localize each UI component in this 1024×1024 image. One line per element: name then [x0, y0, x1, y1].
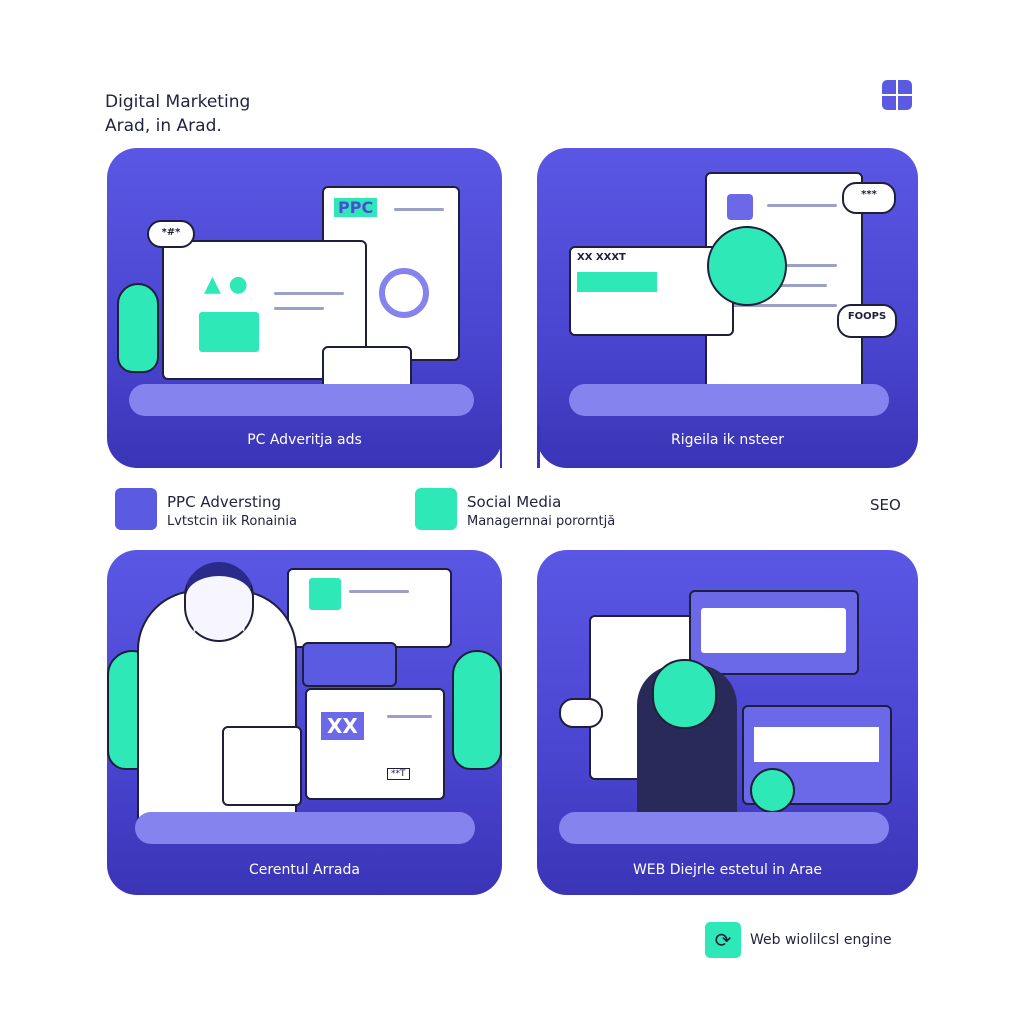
small-label: **T: [387, 768, 410, 780]
stage-platform: [569, 384, 889, 416]
profile-card: XX XXXT: [569, 246, 734, 336]
tree-icon: [117, 283, 159, 373]
feature-title: Social Media: [467, 493, 562, 511]
tree-icon: [452, 650, 502, 770]
chat-bubble: *#*: [147, 220, 195, 248]
browser-card: [689, 590, 859, 675]
page-title: Digital Marketing Arad, in Arad.: [105, 90, 250, 138]
bar-label: XX XXXT: [577, 252, 626, 263]
panel-ppc[interactable]: PPC ▲ ● *#* PC Adveritja ads: [107, 148, 502, 468]
x-label: XX: [321, 712, 364, 740]
panel-caption: Rigeila ik nsteer: [670, 432, 784, 448]
panel-social[interactable]: XX XXXT *** FOOPS Rigeila ik nsteer: [537, 148, 918, 468]
panel-web[interactable]: WEB Diejrle estetul in Arae: [537, 550, 918, 895]
user-icon: [750, 768, 795, 813]
person-figure: [137, 562, 297, 830]
chat-bubble: ***: [842, 182, 896, 214]
user-icon: [115, 488, 157, 530]
panel-content[interactable]: XX **T Cerentul Arrada: [107, 550, 502, 895]
grid-logo-icon: [882, 80, 912, 110]
ad-card: XX **T: [305, 688, 445, 800]
refresh-icon: ⟳: [705, 922, 741, 958]
speech-box: [302, 642, 397, 687]
feature-title-seo: SEO: [870, 496, 901, 514]
feature-subtitle: Managernnai pororntjă: [467, 514, 616, 529]
panel-caption: WEB Diejrle estetul in Arae: [632, 862, 823, 878]
stage-platform: [135, 812, 475, 844]
stage-platform: [129, 384, 474, 416]
footer-label: Web wiolilcsl engine: [750, 932, 892, 948]
search-icon: [379, 268, 429, 318]
chat-bubble: FOOPS: [837, 304, 897, 338]
title-line-1: Digital Marketing: [105, 92, 251, 112]
tablet-card: [222, 726, 302, 806]
monitor-card: [742, 705, 892, 805]
ppc-label: PPC: [334, 198, 378, 217]
user-icon: [415, 488, 457, 530]
panel-caption: Cerentul Arrada: [249, 862, 360, 878]
document-card: [287, 568, 452, 648]
stage-platform: [559, 812, 889, 844]
panel-caption: PC Adveritja ads: [247, 432, 362, 448]
person-figure: [637, 659, 737, 830]
chat-bubble: [559, 698, 603, 728]
feature-title: PPC Adversting: [167, 493, 282, 511]
title-line-2: Arad, in Arad.: [105, 116, 222, 136]
feature-subtitle: Lvtstcin iik Ronainia: [167, 514, 297, 529]
avatar: [707, 226, 787, 306]
